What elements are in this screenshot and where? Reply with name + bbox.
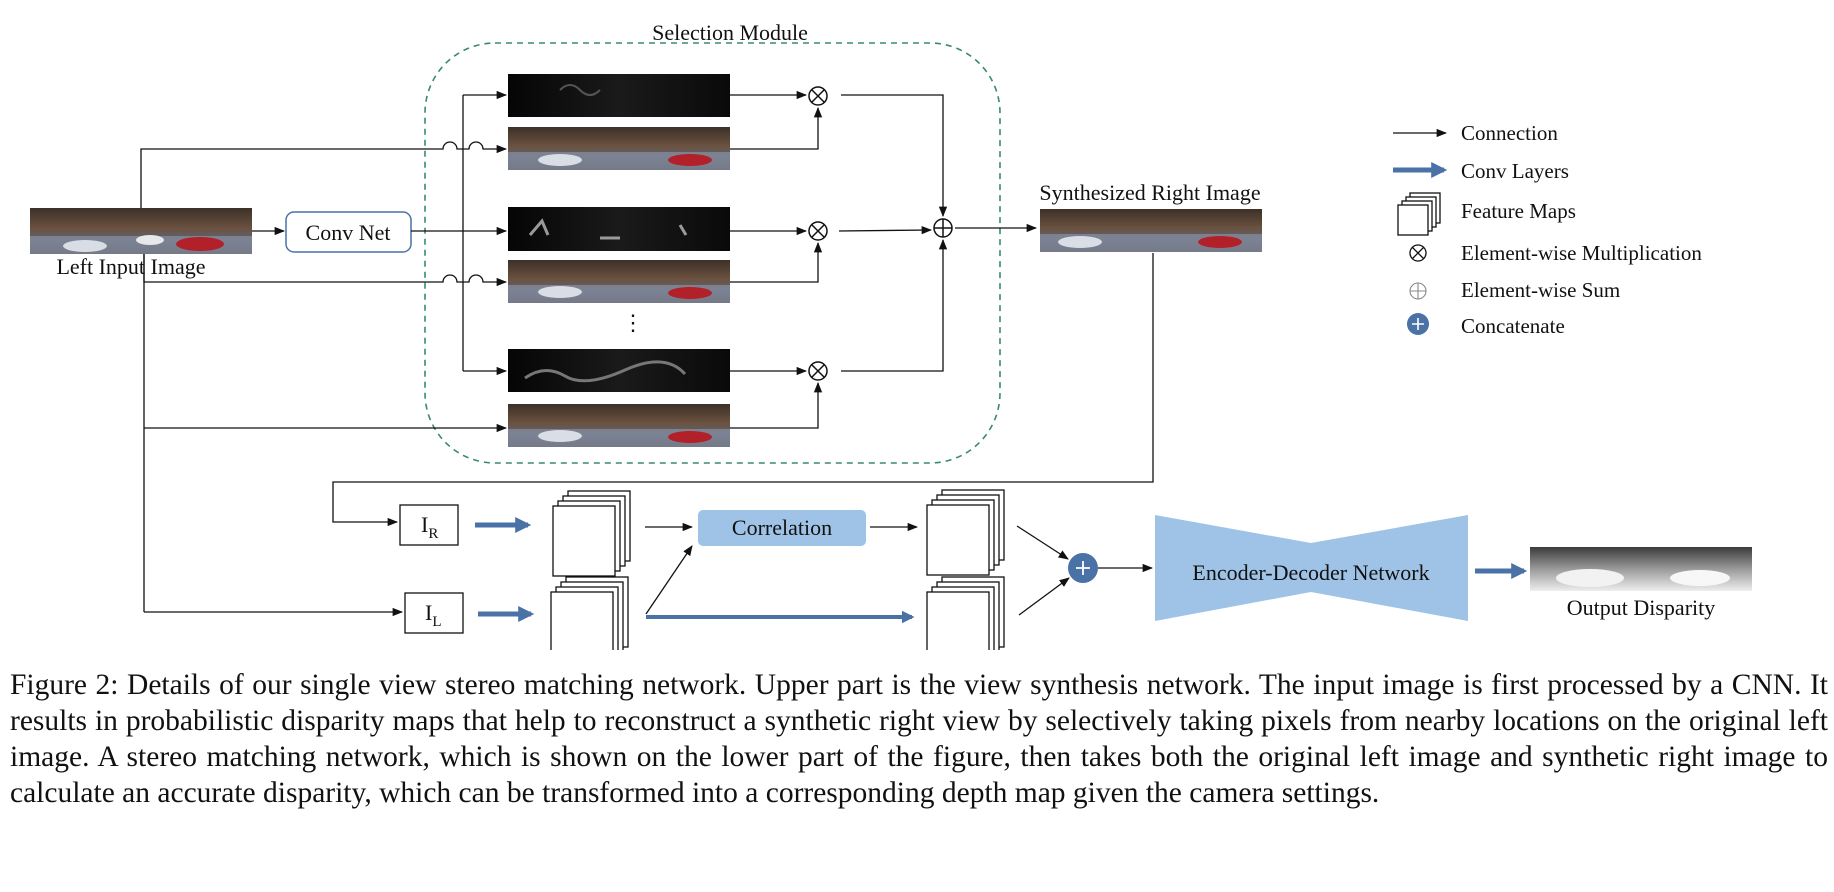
concat-icon bbox=[1407, 313, 1429, 335]
legend-item-feature-maps: Feature Maps bbox=[1461, 199, 1576, 223]
correlation-box bbox=[698, 510, 866, 546]
output-disparity-label: Output Disparity bbox=[1567, 595, 1716, 620]
feature-maps-right bbox=[552, 490, 631, 577]
figure-caption: Figure 2: Details of our single view ste… bbox=[10, 669, 1828, 809]
oplus-icon bbox=[1409, 282, 1427, 300]
disparity-map-2 bbox=[508, 207, 730, 251]
shifted-image-2 bbox=[508, 260, 730, 303]
conv-net-label: Conv Net bbox=[306, 220, 391, 245]
otimes-icon bbox=[1409, 244, 1427, 262]
legend: Connection Conv Layers Feature Maps Elem… bbox=[1393, 121, 1702, 338]
encoder-decoder-shape bbox=[1155, 515, 1468, 621]
feature-maps-left bbox=[550, 576, 629, 650]
left-feature-maps-copy bbox=[926, 576, 1005, 650]
conv-net-box bbox=[285, 211, 412, 253]
ir-label: IR bbox=[421, 512, 438, 542]
disparity-map-3 bbox=[508, 349, 730, 392]
legend-item-conv-layers: Conv Layers bbox=[1461, 159, 1569, 183]
shifted-image-1 bbox=[508, 127, 730, 170]
multiply-node-2 bbox=[808, 221, 828, 241]
disparity-map-1 bbox=[508, 74, 730, 117]
synthesized-right-image bbox=[1040, 209, 1262, 252]
output-disparity-image bbox=[1530, 547, 1752, 591]
il-label: IL bbox=[425, 600, 442, 630]
network-diagram: Selection Module Left Input Image Conv N… bbox=[30, 20, 1752, 650]
legend-item-concatenate: Concatenate bbox=[1461, 314, 1565, 338]
correlation-label: Correlation bbox=[732, 515, 832, 540]
left-input-label: Left Input Image bbox=[56, 254, 205, 279]
correlation-feature-maps bbox=[926, 489, 1005, 576]
multiply-node-3 bbox=[808, 361, 828, 381]
concatenate-node bbox=[1068, 553, 1098, 583]
selection-module-title: Selection Module bbox=[652, 20, 808, 45]
ir-box bbox=[399, 504, 459, 546]
il-box bbox=[404, 592, 464, 634]
multiply-node-1 bbox=[808, 86, 828, 106]
left-input-image bbox=[30, 208, 252, 254]
encoder-decoder-label: Encoder-Decoder Network bbox=[1192, 560, 1429, 585]
feature-maps-icon bbox=[1397, 192, 1441, 236]
sum-node bbox=[933, 218, 953, 238]
selection-module-box bbox=[424, 42, 1001, 464]
legend-item-multiplication: Element-wise Multiplication bbox=[1461, 241, 1702, 265]
shifted-image-3 bbox=[508, 404, 730, 447]
legend-item-sum: Element-wise Sum bbox=[1461, 278, 1620, 302]
synthesized-right-label: Synthesized Right Image bbox=[1039, 180, 1260, 205]
ellipsis-dots: ⋮ bbox=[622, 310, 644, 335]
legend-item-connection: Connection bbox=[1461, 121, 1558, 145]
